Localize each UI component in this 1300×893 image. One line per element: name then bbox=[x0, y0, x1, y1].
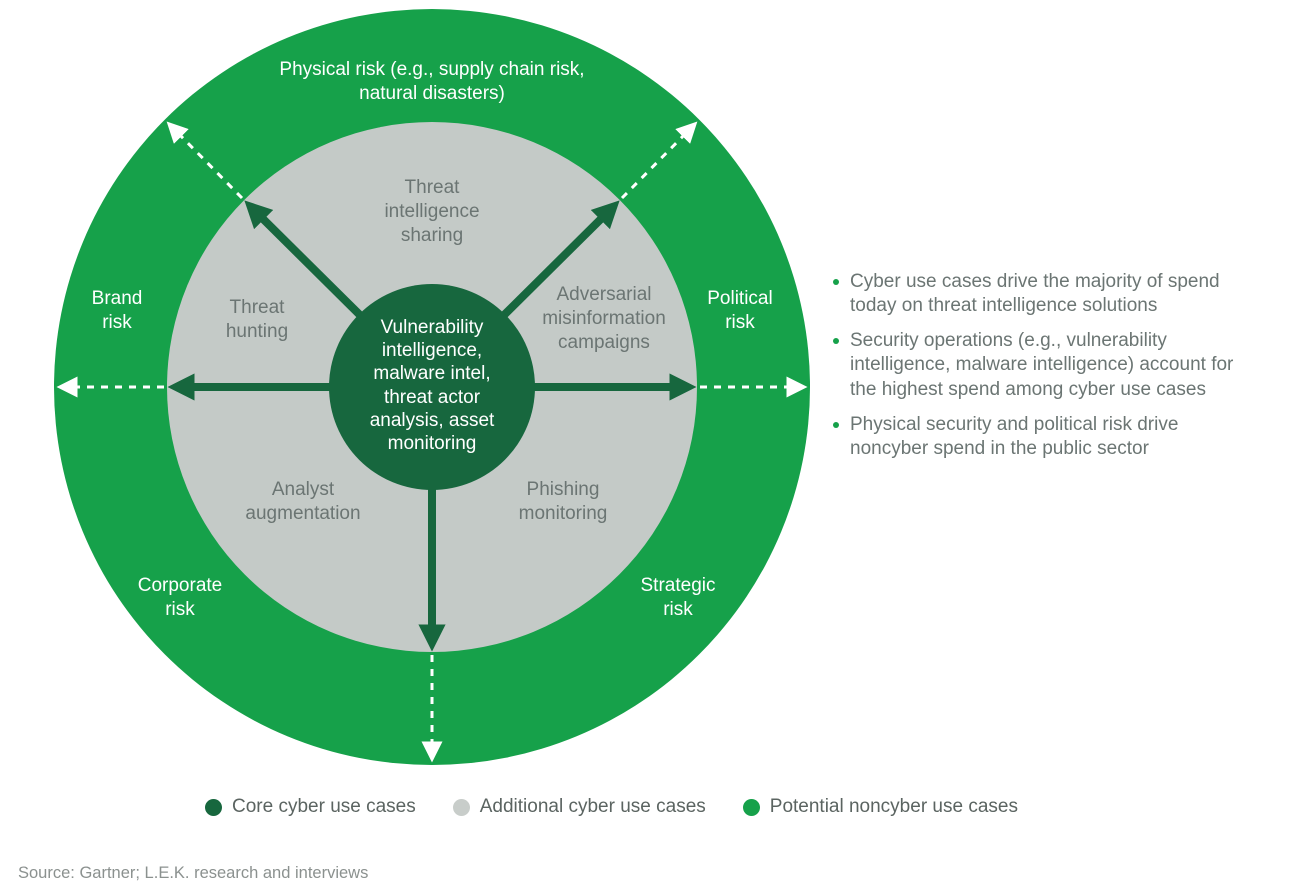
middle-label-threat-hunting: Threat hunting bbox=[225, 297, 289, 342]
outer-label-physical-risk: Physical risk (e.g., supply chain risk, … bbox=[279, 59, 585, 104]
middle-label-threat-intel-sharing: Threat intelligence sharing bbox=[384, 177, 480, 246]
insights-panel: Cyber use cases drive the majority of sp… bbox=[833, 270, 1257, 472]
insight-text: Physical security and political risk dri… bbox=[850, 413, 1179, 459]
legend-dot-green-icon bbox=[742, 798, 760, 816]
insight-bullet: Physical security and political risk dri… bbox=[833, 413, 1257, 461]
source-attribution: Source: Gartner; L.E.K. research and int… bbox=[18, 864, 369, 882]
core-use-cases-label: Vulnerability intelligence, malware inte… bbox=[369, 317, 495, 454]
insight-text: Security operations (e.g., vulnerability… bbox=[850, 330, 1234, 400]
bullet-dot-icon bbox=[833, 279, 839, 285]
middle-label-adversarial-misinformation: Adversarial misinformation campaigns bbox=[542, 284, 666, 353]
middle-label-analyst-augmentation: Analyst augmentation bbox=[245, 479, 361, 524]
legend-label: Core cyber use cases bbox=[232, 796, 416, 817]
bullet-dot-icon bbox=[833, 338, 839, 345]
outer-label-strategic-risk: Strategic risk bbox=[640, 575, 716, 620]
insight-bullet: Security operations (e.g., vulnerability… bbox=[833, 329, 1257, 401]
legend-item-additional-cyber: Additional cyber use cases bbox=[452, 796, 706, 818]
legend-item-core-cyber: Core cyber use cases bbox=[205, 796, 416, 818]
legend-dot-dark-green-icon bbox=[205, 798, 222, 816]
legend: Core cyber use cases Additional cyber us… bbox=[205, 796, 1018, 818]
bullet-dot-icon bbox=[833, 421, 839, 428]
legend-item-potential-noncyber: Potential noncyber use cases bbox=[742, 796, 1018, 818]
outer-label-corporate-risk: Corporate risk bbox=[137, 575, 223, 620]
legend-label: Additional cyber use cases bbox=[479, 796, 706, 817]
outer-label-political-risk: Political risk bbox=[707, 288, 773, 333]
insight-bullet: Cyber use cases drive the majority of sp… bbox=[833, 270, 1257, 318]
legend-label: Potential noncyber use cases bbox=[769, 796, 1018, 817]
legend-dot-gray-icon bbox=[452, 798, 470, 816]
outer-label-brand-risk: Brand risk bbox=[91, 288, 143, 333]
insight-text: Cyber use cases drive the majority of sp… bbox=[850, 271, 1220, 317]
middle-label-phishing-monitoring: Phishing monitoring bbox=[518, 479, 608, 524]
